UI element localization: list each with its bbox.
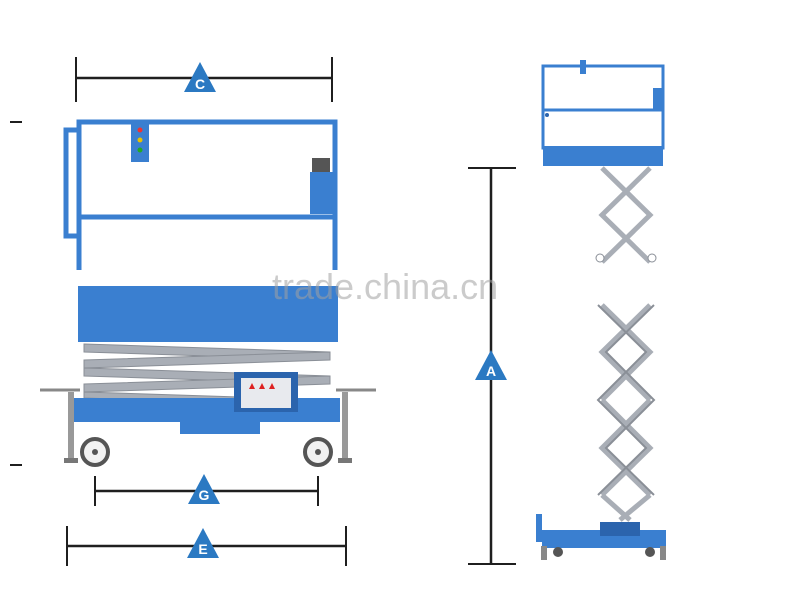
dimension-g: G <box>94 474 319 506</box>
side-platform-deck <box>543 146 663 166</box>
dimension-a-label: A <box>486 363 496 379</box>
front-view-lift <box>10 119 376 467</box>
dimension-e: E <box>66 526 347 566</box>
platform-deck <box>78 286 338 308</box>
side-view-lift <box>536 60 666 560</box>
chassis <box>74 398 340 422</box>
dimension-c-label: C <box>195 76 205 92</box>
dimension-e-label: E <box>198 541 207 557</box>
dimension-a: A <box>468 167 516 565</box>
guard-rail <box>63 119 338 270</box>
watermark-text: trade.china.cn <box>272 266 499 307</box>
dimension-c: C <box>75 57 333 102</box>
side-scissor-arms <box>598 166 654 522</box>
dimension-g-label: G <box>199 487 210 503</box>
